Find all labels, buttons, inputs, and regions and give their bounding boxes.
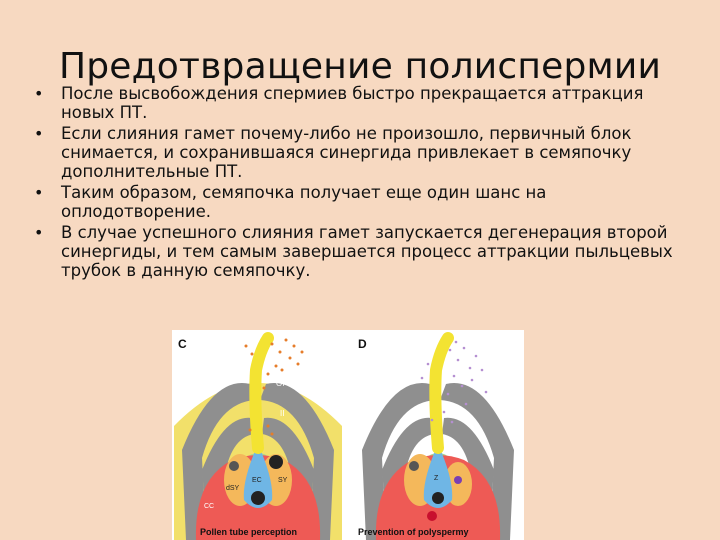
synergid-nucleus-shape (269, 455, 283, 469)
repellent-dots (420, 340, 488, 424)
panel-caption: Prevention of polyspermy (358, 527, 469, 537)
bullet-text: Если слияния гамет почему-либо не произо… (61, 124, 632, 181)
bullet-text: В случае успешного слияния гамет запуска… (61, 223, 673, 280)
label-ec: EC (252, 477, 262, 484)
panel-caption: Pollen tube perception (200, 527, 297, 537)
label-z: Z (434, 475, 439, 482)
bullet-marker: • (34, 183, 44, 202)
bullet-marker: • (34, 84, 44, 103)
attractant-dots (244, 338, 304, 436)
synergid-nucleus-shape (409, 461, 419, 471)
bullet-list: • После высвобождения спермиев быстро пр… (34, 84, 694, 282)
bullet-item: • После высвобождения спермиев быстро пр… (34, 84, 694, 122)
bullet-text: Таким образом, семяпочка получает еще од… (61, 183, 547, 221)
bullet-item: • Таким образом, семяпочка получает еще … (34, 183, 694, 221)
sperm-nucleus-shape (427, 511, 437, 521)
panel-letter: C (178, 337, 187, 351)
dsy-nucleus-shape (229, 461, 239, 471)
panel-letter: D (358, 337, 367, 351)
pollen-tube-shape (429, 332, 454, 454)
pollen-tube-shape (249, 332, 274, 454)
panel-c-illustration: C OI II SY dSY EC CC Pollen tube percept… (174, 332, 342, 540)
degenerating-synergid-shape (454, 476, 462, 484)
zygote-shape (423, 444, 453, 508)
bullet-marker: • (34, 124, 44, 143)
ovule-figure: C OI II SY dSY EC CC Pollen tube percept… (172, 330, 524, 540)
bullet-item: • В случае успешного слияния гамет запус… (34, 223, 694, 280)
panel-d-illustration: D Z Prevention of polyspermy (354, 332, 522, 540)
egg-nucleus-shape (251, 491, 265, 505)
label-sy: SY (278, 477, 288, 484)
label-oi: OI (276, 379, 284, 388)
bullet-marker: • (34, 223, 44, 242)
label-cc: CC (204, 503, 214, 510)
label-dsy: dSY (226, 485, 240, 492)
bullet-text: После высвобождения спермиев быстро прек… (61, 84, 644, 122)
panel-c: C OI II SY dSY EC CC Pollen tube percept… (172, 330, 344, 540)
label-ii: II (280, 409, 284, 418)
zygote-nucleus-shape (432, 492, 444, 504)
bullet-item: • Если слияния гамет почему-либо не прои… (34, 124, 694, 181)
egg-cell-shape (243, 444, 273, 508)
slide-title: Предотвращение полиспермии (58, 46, 662, 88)
panel-d: D Z Prevention of polyspermy (352, 330, 524, 540)
